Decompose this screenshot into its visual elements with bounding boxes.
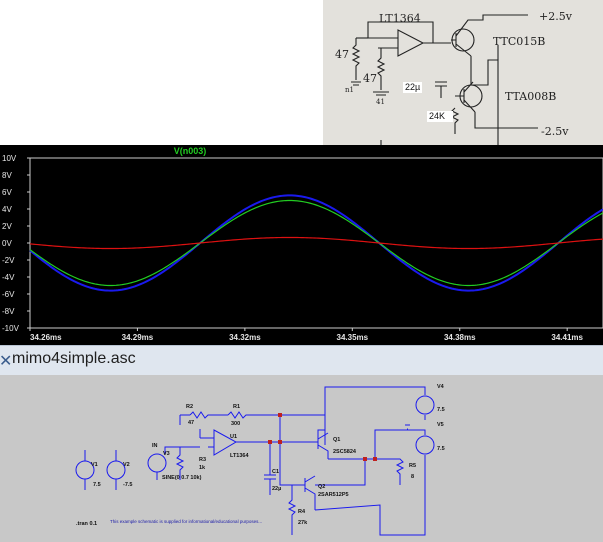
value-q1[interactable]: 2SC5824: [333, 449, 357, 455]
value-r5[interactable]: 8: [411, 474, 414, 480]
x-tick-label: 34.29ms: [122, 333, 154, 342]
label-r2[interactable]: R2: [186, 404, 193, 410]
sketch-label-vminus: -2.5v: [541, 125, 569, 138]
value-v4[interactable]: 7.5: [437, 407, 445, 413]
value-u1[interactable]: LT1364: [230, 453, 249, 459]
trace-label[interactable]: V(n003): [174, 146, 207, 156]
schematic-svg: R2 47 R1 300 U1 LT1364 R3 1k V1 7.5 V2 -…: [75, 384, 445, 536]
label-in[interactable]: IN: [152, 443, 158, 449]
y-tick-label: 0V: [2, 239, 12, 248]
value-v3[interactable]: SINE(0 0.7 10k): [162, 475, 202, 481]
y-tick-label: -10V: [2, 324, 20, 333]
sketch-resistor-47a: [351, 38, 361, 80]
waveform-trace-1: [29, 194, 603, 292]
schematic-canvas[interactable]: R2 47 R1 300 U1 LT1364 R3 1k V1 7.5 V2 -…: [0, 375, 603, 542]
x-tick-label: 34.38ms: [444, 333, 476, 342]
sketch-label-q2: TTA008B: [505, 90, 556, 103]
label-v5[interactable]: V5: [437, 422, 444, 428]
schematic-tab-bar[interactable]: ✕ mimo4simple.asc: [0, 345, 603, 376]
sketch-label-47b: 47: [363, 72, 377, 85]
v5-source[interactable]: [415, 435, 435, 455]
label-u1[interactable]: U1: [230, 434, 237, 440]
value-r4[interactable]: 27k: [298, 520, 308, 526]
schematic-opamp: [213, 429, 238, 456]
sketch-label-opamp: LT1364: [379, 12, 421, 25]
y-tick-label: -4V: [2, 273, 15, 282]
label-r1[interactable]: R1: [233, 404, 240, 410]
y-tick-label: -2V: [2, 256, 15, 265]
sketch-label-n2: 41: [376, 98, 385, 106]
y-tick-label: 10V: [2, 154, 17, 163]
label-v1[interactable]: V1: [91, 462, 98, 468]
value-v5[interactable]: 7.5: [437, 446, 445, 452]
sketch-cap-label: 22µ: [403, 82, 423, 93]
waveform-trace-2: [29, 236, 603, 250]
label-r4[interactable]: R4: [298, 509, 306, 515]
sketch-res-label: 24K: [427, 111, 453, 122]
value-q2[interactable]: 2SAR512P5: [318, 492, 349, 498]
label-r5[interactable]: R5: [409, 463, 416, 469]
sketch-opamp: [397, 29, 425, 57]
x-tick-label: 34.41ms: [551, 333, 583, 342]
waveform-plot[interactable]: V(n003) 10V 8V 6V 4V 2V 0V -2V -4V -6V -8V -10V 34…: [0, 145, 603, 345]
spice-directive[interactable]: .tran 0.1: [76, 521, 97, 527]
value-r2[interactable]: 47: [188, 420, 194, 426]
label-v2[interactable]: V2: [123, 462, 130, 468]
value-r1[interactable]: 300: [231, 421, 240, 427]
sketch-label-n1: n1: [345, 86, 354, 94]
schematic-title[interactable]: mimo4simple.asc: [12, 350, 136, 367]
y-tick-label: -6V: [2, 290, 15, 299]
sketch-resistor-47b: [376, 48, 386, 90]
value-r3[interactable]: 1k: [199, 465, 206, 471]
sketch-label-q1: TTC015B: [493, 35, 545, 48]
sketch-label-47a: 47: [335, 48, 349, 61]
y-tick-label: -8V: [2, 307, 15, 316]
waveform-trace-0: [29, 199, 603, 287]
sketch-label-vplus: +2.5v: [539, 10, 573, 23]
label-v3[interactable]: V3: [163, 451, 170, 457]
label-q2[interactable]: Q2: [318, 484, 325, 490]
label-v4[interactable]: V4: [437, 384, 445, 390]
waveform-svg: V(n003) 10V 8V 6V 4V 2V 0V -2V -4V -6V -8V -10V 34…: [2, 146, 603, 342]
value-c1[interactable]: 22µ: [272, 486, 281, 492]
x-tick-label: 34.32ms: [229, 333, 261, 342]
y-tick-label: 8V: [2, 171, 12, 180]
value-v2[interactable]: -7.5: [123, 482, 132, 488]
v4-source[interactable]: [415, 395, 435, 415]
schematic-note: This example schematic is supplied for i…: [110, 519, 262, 524]
value-v1[interactable]: 7.5: [93, 482, 101, 488]
close-icon[interactable]: ✕: [0, 353, 13, 370]
y-tick-label: 4V: [2, 205, 12, 214]
y-tick-label: 6V: [2, 188, 12, 197]
y-tick-label: 2V: [2, 222, 12, 231]
label-c1[interactable]: C1: [272, 469, 279, 475]
x-tick-label: 34.35ms: [337, 333, 369, 342]
plot-frame: [29, 157, 603, 329]
label-r3[interactable]: R3: [199, 457, 206, 463]
label-q1[interactable]: Q1: [333, 437, 340, 443]
x-tick-label: 34.26ms: [30, 333, 62, 342]
